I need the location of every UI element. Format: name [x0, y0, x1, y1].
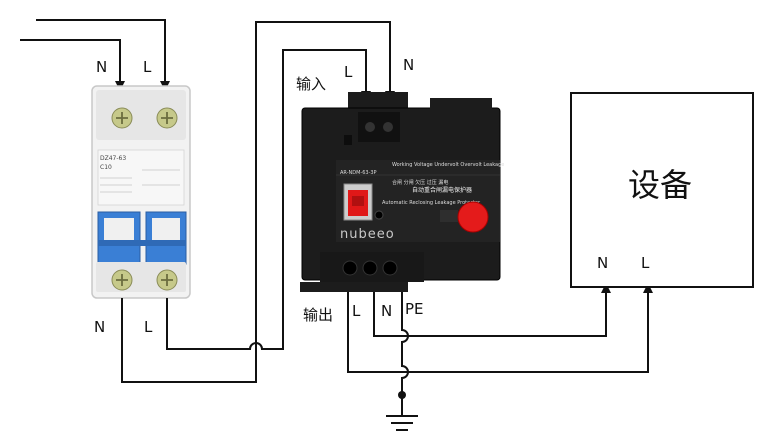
out-l-label: L: [352, 302, 361, 320]
breaker-bottom-n-label: N: [94, 318, 105, 336]
supply-n-wire: [20, 39, 125, 91]
breaker-top-n-label: N: [96, 58, 107, 76]
equipment-l-label: L: [641, 254, 650, 272]
equipment-n-label: N: [597, 254, 608, 272]
protector-in-l-label: L: [344, 63, 353, 81]
circuit-breaker: DZ47-63 C10: [91, 85, 191, 299]
wire-l-to-protector: [166, 49, 371, 350]
wire-out-l: [347, 283, 653, 373]
brand-logo: nubeeo: [340, 227, 395, 242]
wire-out-n: [373, 283, 611, 337]
breaker-model: DZ47-63: [100, 155, 126, 162]
ground-icon: [386, 415, 418, 431]
supply-wires: [20, 19, 170, 91]
supply-l-wire: [36, 19, 170, 91]
svg-text:Working Voltage Undervolt O: Working Voltage Undervolt Overvolt Leaka…: [392, 162, 504, 168]
pe-label: PE: [405, 300, 424, 318]
test-button[interactable]: [374, 210, 384, 220]
breaker-rating: C10: [100, 164, 112, 171]
svg-text:AR-NDM-63-3P: AR-NDM-63-3P: [340, 170, 377, 176]
equipment-title: 设备: [628, 166, 692, 204]
protector-name-en: Automatic Reclosing Leakage Protector: [382, 200, 481, 206]
output-wires: [347, 283, 653, 431]
breaker-to-protector-wires: [121, 21, 395, 383]
leakage-protector: Working Voltage Undervolt Overvolt Leaka…: [300, 92, 504, 292]
reset-button[interactable]: [457, 201, 489, 233]
wire-n-to-protector: [121, 21, 395, 383]
protector-in-n-label: N: [403, 56, 414, 74]
svg-text:合闸 分闸 欠压 过压 漏电: 合闸 分闸 欠压 过压 漏电: [392, 179, 448, 186]
output-label: 输出: [303, 306, 333, 324]
out-n-label: N: [381, 302, 392, 320]
equipment-box: 设备 N L: [570, 92, 754, 288]
input-label: 输入: [296, 75, 326, 93]
wire-pe: [401, 292, 409, 395]
breaker-bottom-l-label: L: [144, 318, 153, 336]
protector-name-cn: 自动重合闸漏电保护器: [412, 186, 472, 194]
breaker-top-l-label: L: [143, 58, 152, 76]
